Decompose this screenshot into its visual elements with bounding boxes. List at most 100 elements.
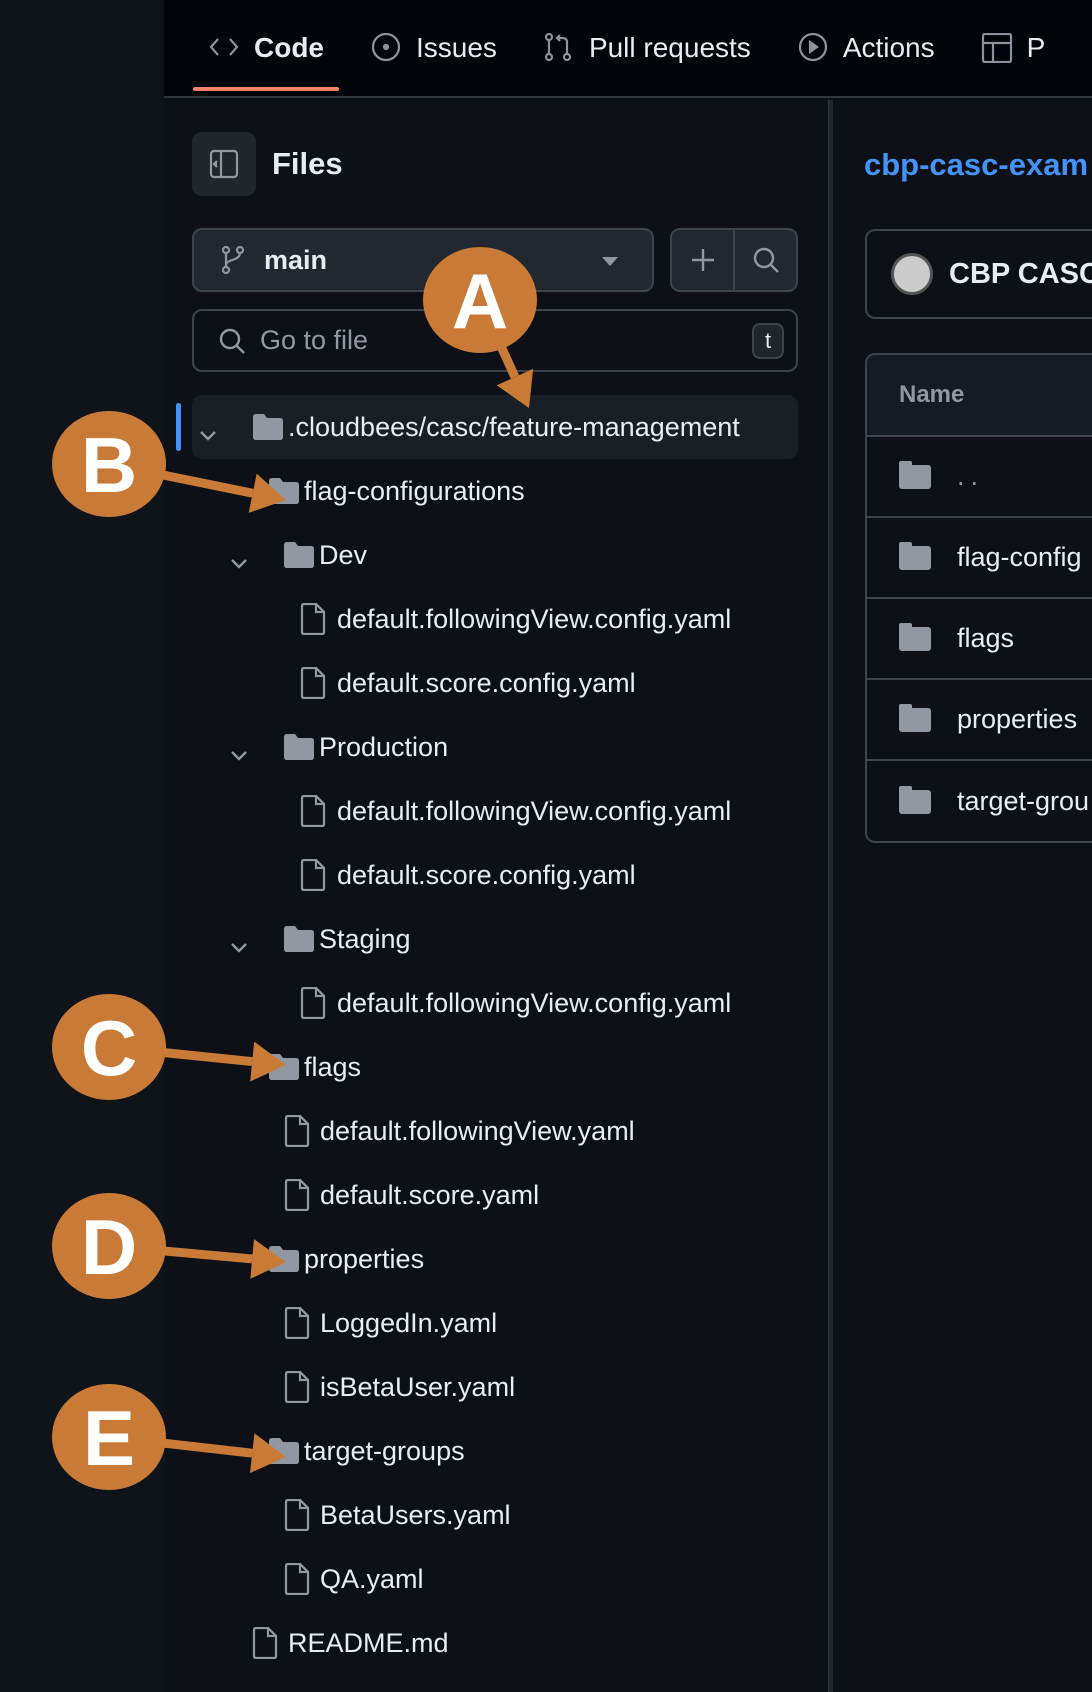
tab-label: Code <box>254 32 324 63</box>
tree-folder[interactable]: Production <box>192 715 798 779</box>
branch-selector[interactable]: main <box>192 228 654 292</box>
tree-item-label: default.followingView.config.yaml <box>337 988 732 1018</box>
table-row[interactable]: properties <box>867 680 1092 761</box>
caret-down-icon <box>602 257 618 266</box>
tree-item-label: QA.yaml <box>320 1564 424 1594</box>
table-icon <box>981 33 1012 63</box>
tab-p[interactable]: P <box>981 0 1045 97</box>
tree-item-label: properties <box>304 1244 425 1274</box>
tab-code[interactable]: Code <box>193 0 339 97</box>
file-icon <box>300 858 326 892</box>
tree-folder[interactable]: Staging <box>192 907 798 971</box>
tab-issues[interactable]: Issues <box>370 0 497 97</box>
tree-item-label: Production <box>319 732 449 762</box>
file-tree-panel <box>164 100 828 1692</box>
folder-icon <box>899 703 931 732</box>
tree-folder[interactable]: target-groups <box>192 1419 798 1483</box>
issue-icon <box>371 33 401 62</box>
table-header: Name <box>867 355 1092 437</box>
tree-file[interactable]: LoggedIn.yaml <box>192 1291 798 1355</box>
go-to-file-input[interactable]: Go to file t <box>192 309 798 372</box>
table-row[interactable]: .. <box>867 437 1092 518</box>
folder-icon <box>253 414 283 440</box>
folder-icon <box>899 622 931 651</box>
tree-item-label: isBetaUser.yaml <box>320 1372 516 1402</box>
tree-file[interactable]: QA.yaml <box>192 1547 798 1611</box>
tree-item-label: .cloudbees/casc/feature-management <box>288 412 740 442</box>
folder-icon <box>284 926 314 952</box>
tree-file[interactable]: default.score.config.yaml <box>192 843 798 907</box>
file-icon <box>284 1178 310 1212</box>
search-icon <box>219 328 245 354</box>
file-icon <box>284 1562 310 1596</box>
row-name: properties <box>957 704 1078 734</box>
tree-file[interactable]: default.score.yaml <box>192 1163 798 1227</box>
tree-file[interactable]: default.followingView.config.yaml <box>192 587 798 651</box>
collapse-sidebar-button[interactable] <box>192 132 256 196</box>
tree-item-label: flag-configurations <box>304 476 525 506</box>
chevron-down-icon[interactable] <box>230 941 248 955</box>
tree-file[interactable]: default.score.config.yaml <box>192 651 798 715</box>
chevron-down-icon[interactable] <box>230 557 248 571</box>
table-row[interactable]: flags <box>867 599 1092 680</box>
plus-icon <box>691 249 714 271</box>
file-icon <box>300 666 326 700</box>
row-name: .. <box>957 461 985 491</box>
tree-item-label: default.score.config.yaml <box>337 668 636 698</box>
tree-folder[interactable]: flags <box>192 1035 798 1099</box>
tab-label: Actions <box>842 32 935 63</box>
tree-item-label: target-groups <box>304 1436 465 1466</box>
tree-folder[interactable]: properties <box>192 1227 798 1291</box>
tree-folder[interactable]: Dev <box>192 523 798 587</box>
tree-item-label: Staging <box>319 924 411 954</box>
tree-file[interactable]: default.followingView.yaml <box>192 1099 798 1163</box>
file-icon <box>300 794 326 828</box>
chevron-down-icon[interactable] <box>199 429 217 443</box>
file-icon <box>300 602 326 636</box>
tree-item-label: LoggedIn.yaml <box>320 1308 498 1338</box>
tree-folder[interactable]: .cloudbees/casc/feature-management <box>192 395 798 459</box>
file-actions <box>670 228 798 292</box>
tab-label: Issues <box>416 32 497 63</box>
tree-item-label: flags <box>304 1052 362 1082</box>
folder-icon <box>269 478 299 504</box>
shortcut-key: t <box>752 323 784 359</box>
tree-file[interactable]: default.followingView.config.yaml <box>192 779 798 843</box>
tree-file[interactable]: README.md <box>192 1611 798 1675</box>
tree-item-label: README.md <box>288 1628 449 1658</box>
file-icon <box>300 986 326 1020</box>
folder-icon <box>284 542 314 568</box>
table-row[interactable]: flag-config <box>867 518 1092 599</box>
repo-breadcrumb[interactable]: cbp-casc-exam <box>864 147 1089 182</box>
file-icon <box>284 1370 310 1404</box>
selection-indicator <box>176 403 181 451</box>
left-background <box>0 0 164 1692</box>
avatar[interactable] <box>891 253 933 295</box>
tree-item-label: BetaUsers.yaml <box>320 1500 511 1530</box>
tree-item-label: default.followingView.yaml <box>320 1116 635 1146</box>
tree-item-label: default.followingView.config.yaml <box>337 604 732 634</box>
search-code-button[interactable] <box>735 230 796 290</box>
tree-file[interactable]: isBetaUser.yaml <box>192 1355 798 1419</box>
add-file-button[interactable] <box>672 230 735 290</box>
file-icon <box>284 1306 310 1340</box>
commit-author[interactable]: CBP CASC <box>949 257 1092 290</box>
tree-file[interactable]: BetaUsers.yaml <box>192 1483 798 1547</box>
file-icon <box>284 1114 310 1148</box>
tree-file[interactable]: default.followingView.config.yaml <box>192 971 798 1035</box>
pull-request-icon <box>544 33 572 62</box>
folder-icon <box>269 1246 299 1272</box>
tab-actions[interactable]: Actions <box>797 0 935 97</box>
code-icon <box>209 38 239 56</box>
search-icon <box>753 247 779 273</box>
chevron-down-icon[interactable] <box>230 749 248 763</box>
tree-folder[interactable]: flag-configurations <box>192 459 798 523</box>
folder-icon <box>284 734 314 760</box>
table-row[interactable]: target-grou <box>867 761 1092 841</box>
tab-pull-requests[interactable]: Pull requests <box>543 0 751 97</box>
panel-resize-handle[interactable] <box>828 100 833 1692</box>
tree-item-label: default.score.yaml <box>320 1180 540 1210</box>
latest-commit-card: CBP CASC <box>865 229 1092 319</box>
tab-label: Pull requests <box>588 32 751 63</box>
file-icon <box>284 1498 310 1532</box>
